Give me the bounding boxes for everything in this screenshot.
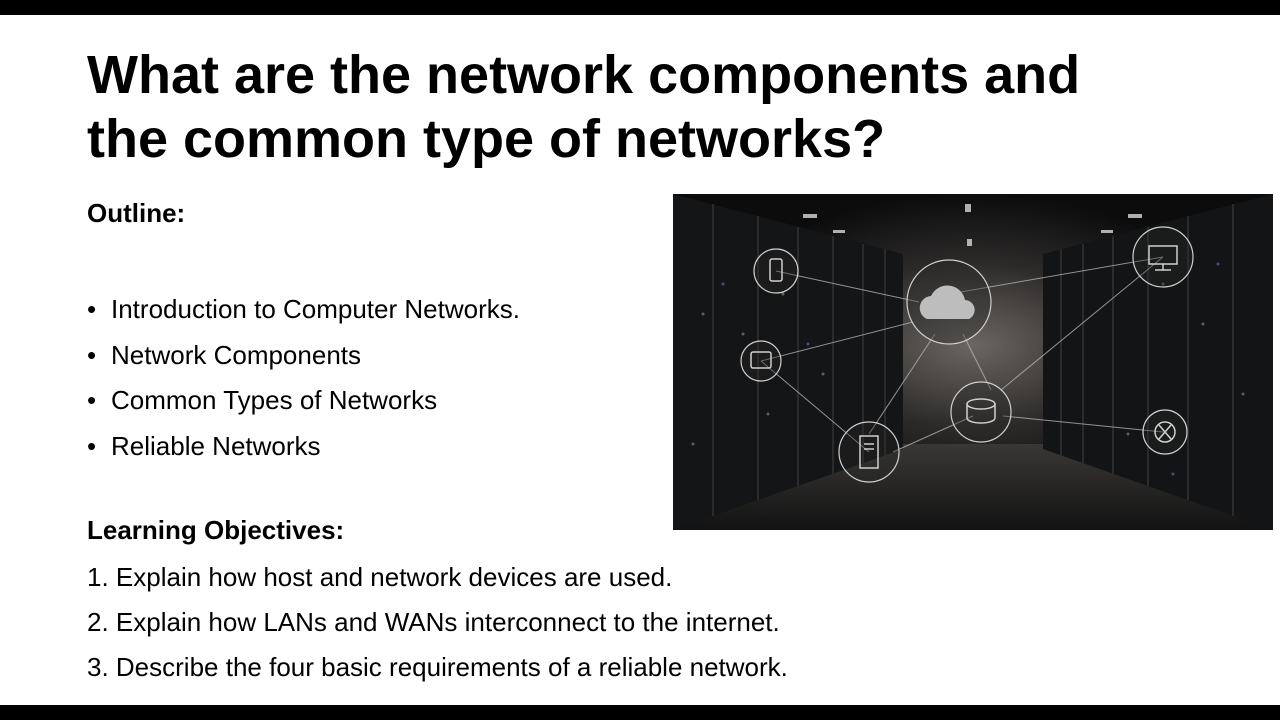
outline-heading: Outline: bbox=[87, 198, 186, 228]
outline-item: • Introduction to Computer Networks. bbox=[87, 287, 520, 333]
outline-item-text: Common Types of Networks bbox=[111, 385, 438, 415]
aperture-icon bbox=[1154, 421, 1176, 443]
slide-title-line-2: the common type of networks? bbox=[87, 109, 886, 169]
cloud-icon bbox=[919, 285, 975, 319]
slide-title: What are the network components and the … bbox=[87, 43, 1237, 171]
bullet-icon: • bbox=[87, 339, 97, 370]
objective-item: 2. Explain how LANs and WANs interconnec… bbox=[87, 607, 780, 637]
objectives-list: 1. Explain how host and network devices … bbox=[87, 555, 788, 690]
phone-icon bbox=[769, 258, 783, 282]
tablet-icon bbox=[750, 351, 772, 369]
objective-item: 3. Describe the four basic requirements … bbox=[87, 652, 788, 682]
outline-item-text: Network Components bbox=[111, 339, 361, 370]
bullet-icon: • bbox=[87, 385, 97, 415]
outline-item: • Network Components bbox=[87, 333, 520, 379]
slide: What are the network components and the … bbox=[0, 15, 1280, 705]
outline-item: • Common Types of Networks bbox=[87, 378, 520, 424]
bullet-icon: • bbox=[87, 430, 97, 461]
outline-item-text: Introduction to Computer Networks. bbox=[111, 294, 520, 324]
objectives-heading: Learning Objectives: bbox=[87, 515, 345, 545]
outline-item: • Reliable Networks bbox=[87, 424, 520, 470]
monitor-icon bbox=[1148, 245, 1178, 271]
server-tower-icon bbox=[859, 435, 879, 469]
server-room-image bbox=[673, 194, 1273, 530]
bullet-icon: • bbox=[87, 294, 97, 324]
objective-item: 1. Explain how host and network devices … bbox=[87, 562, 673, 592]
database-icon bbox=[966, 398, 996, 424]
outline-item-text: Reliable Networks bbox=[111, 430, 321, 461]
outline-list: • Introduction to Computer Networks. • Net… bbox=[87, 287, 520, 469]
slide-title-line-1: What are the network components and bbox=[87, 45, 1081, 105]
